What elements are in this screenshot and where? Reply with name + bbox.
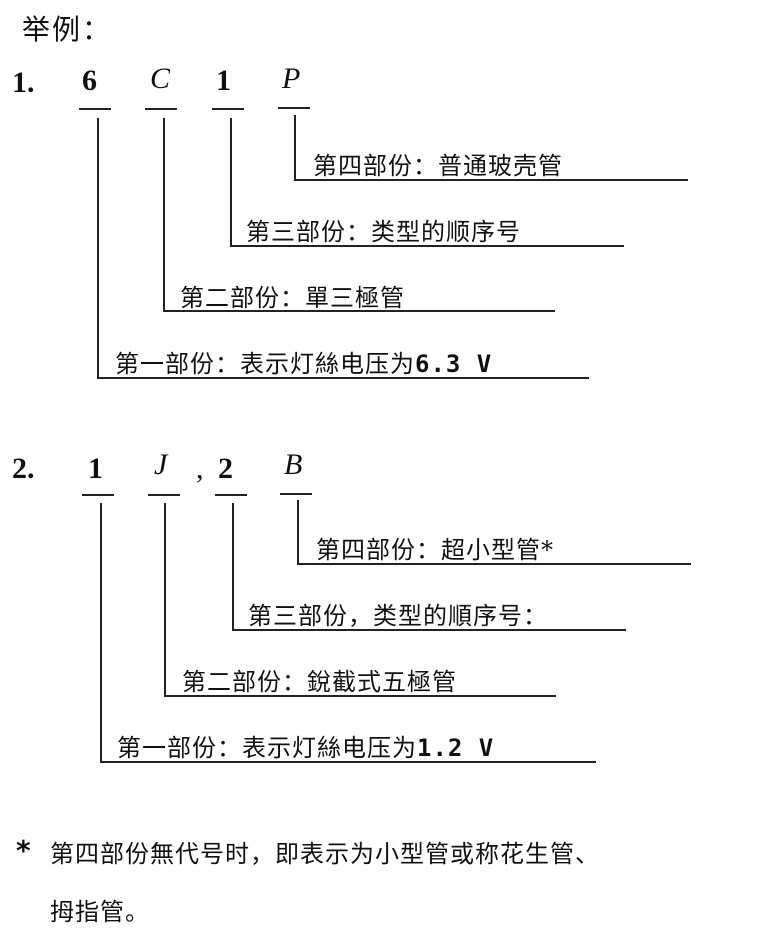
footnote-line-2: 拇指管。 xyxy=(50,898,150,926)
example-2-code-1: 1 xyxy=(88,452,103,485)
section-heading: 举例： xyxy=(22,13,113,46)
example-2-part-1: 第一部份：表示灯絲电压为1.2 V xyxy=(117,728,494,763)
connector-line xyxy=(163,118,165,310)
connector-line xyxy=(232,629,626,631)
part-desc: 表示灯絲电压为 xyxy=(240,350,415,378)
part-desc: 銳截式五極管 xyxy=(307,668,457,696)
part-desc: 表示灯絲电压为 xyxy=(242,734,417,762)
example-1-part-2: 第二部份：單三極管 xyxy=(180,278,405,313)
example-1-code-2: C xyxy=(150,62,171,95)
underline-tick xyxy=(148,494,180,496)
part-label: 第一部份： xyxy=(115,350,240,378)
connector-line xyxy=(164,503,166,696)
connector-line xyxy=(297,563,691,565)
example-1-code-1: 6 xyxy=(82,64,97,97)
part-label: 第四部份： xyxy=(313,152,438,180)
connector-line xyxy=(163,310,555,312)
connector-line xyxy=(294,115,296,180)
filament-voltage: 6.3 V xyxy=(415,350,493,378)
footnote-marker: * xyxy=(16,834,31,867)
filament-voltage: 1.2 V xyxy=(417,734,495,762)
underline-tick xyxy=(145,108,177,110)
part-label: 第二部份： xyxy=(182,668,307,696)
underline-tick xyxy=(278,107,310,109)
part-label: 第三部份： xyxy=(246,218,371,246)
connector-line xyxy=(297,500,299,564)
example-1-code-3: 1 xyxy=(216,64,231,97)
example-1-part-1: 第一部份：表示灯絲电压为6.3 V xyxy=(115,344,492,379)
connector-line xyxy=(294,179,688,181)
underline-tick xyxy=(215,494,247,496)
connector-line xyxy=(100,503,102,762)
example-2-separator: , xyxy=(196,452,204,485)
connector-line xyxy=(97,377,589,379)
example-1-code-4: P xyxy=(282,62,301,95)
example-2-part-4: 第四部份：超小型管* xyxy=(316,530,554,565)
part-desc: 超小型管* xyxy=(441,536,554,564)
part-label: 第一部份： xyxy=(117,734,242,762)
part-desc: 类型的順序号： xyxy=(373,602,548,630)
part-label: 第二部份： xyxy=(180,284,305,312)
footnote-line-1: 第四部份無代号时，即表示为小型管或称花生管、 xyxy=(50,840,600,868)
part-desc: 类型的顺序号 xyxy=(371,218,521,246)
example-2-code-3: 2 xyxy=(218,452,233,485)
connector-line xyxy=(97,118,99,378)
connector-line xyxy=(164,695,556,697)
connector-line xyxy=(230,245,624,247)
example-2-code-2: J xyxy=(154,448,168,481)
example-1-part-4: 第四部份：普通玻壳管 xyxy=(313,146,563,181)
example-2-code-4: B xyxy=(284,448,303,481)
part-desc: 普通玻壳管 xyxy=(438,152,563,180)
underline-tick xyxy=(212,108,244,110)
connector-line xyxy=(100,761,596,763)
part-label: 第四部份： xyxy=(316,536,441,564)
example-2-part-2: 第二部份：銳截式五極管 xyxy=(182,662,457,697)
part-desc: 單三極管 xyxy=(305,284,405,312)
underline-tick xyxy=(82,494,114,496)
example-2-part-3: 第三部份，类型的順序号： xyxy=(248,596,548,631)
connector-line xyxy=(232,503,234,630)
example-2-number: 2. xyxy=(12,452,35,485)
connector-line xyxy=(230,118,232,246)
example-1-number: 1. xyxy=(12,66,35,99)
underline-tick xyxy=(280,493,312,495)
part-label: 第三部份， xyxy=(248,602,373,630)
underline-tick xyxy=(79,108,111,110)
example-1-part-3: 第三部份：类型的顺序号 xyxy=(246,212,521,247)
